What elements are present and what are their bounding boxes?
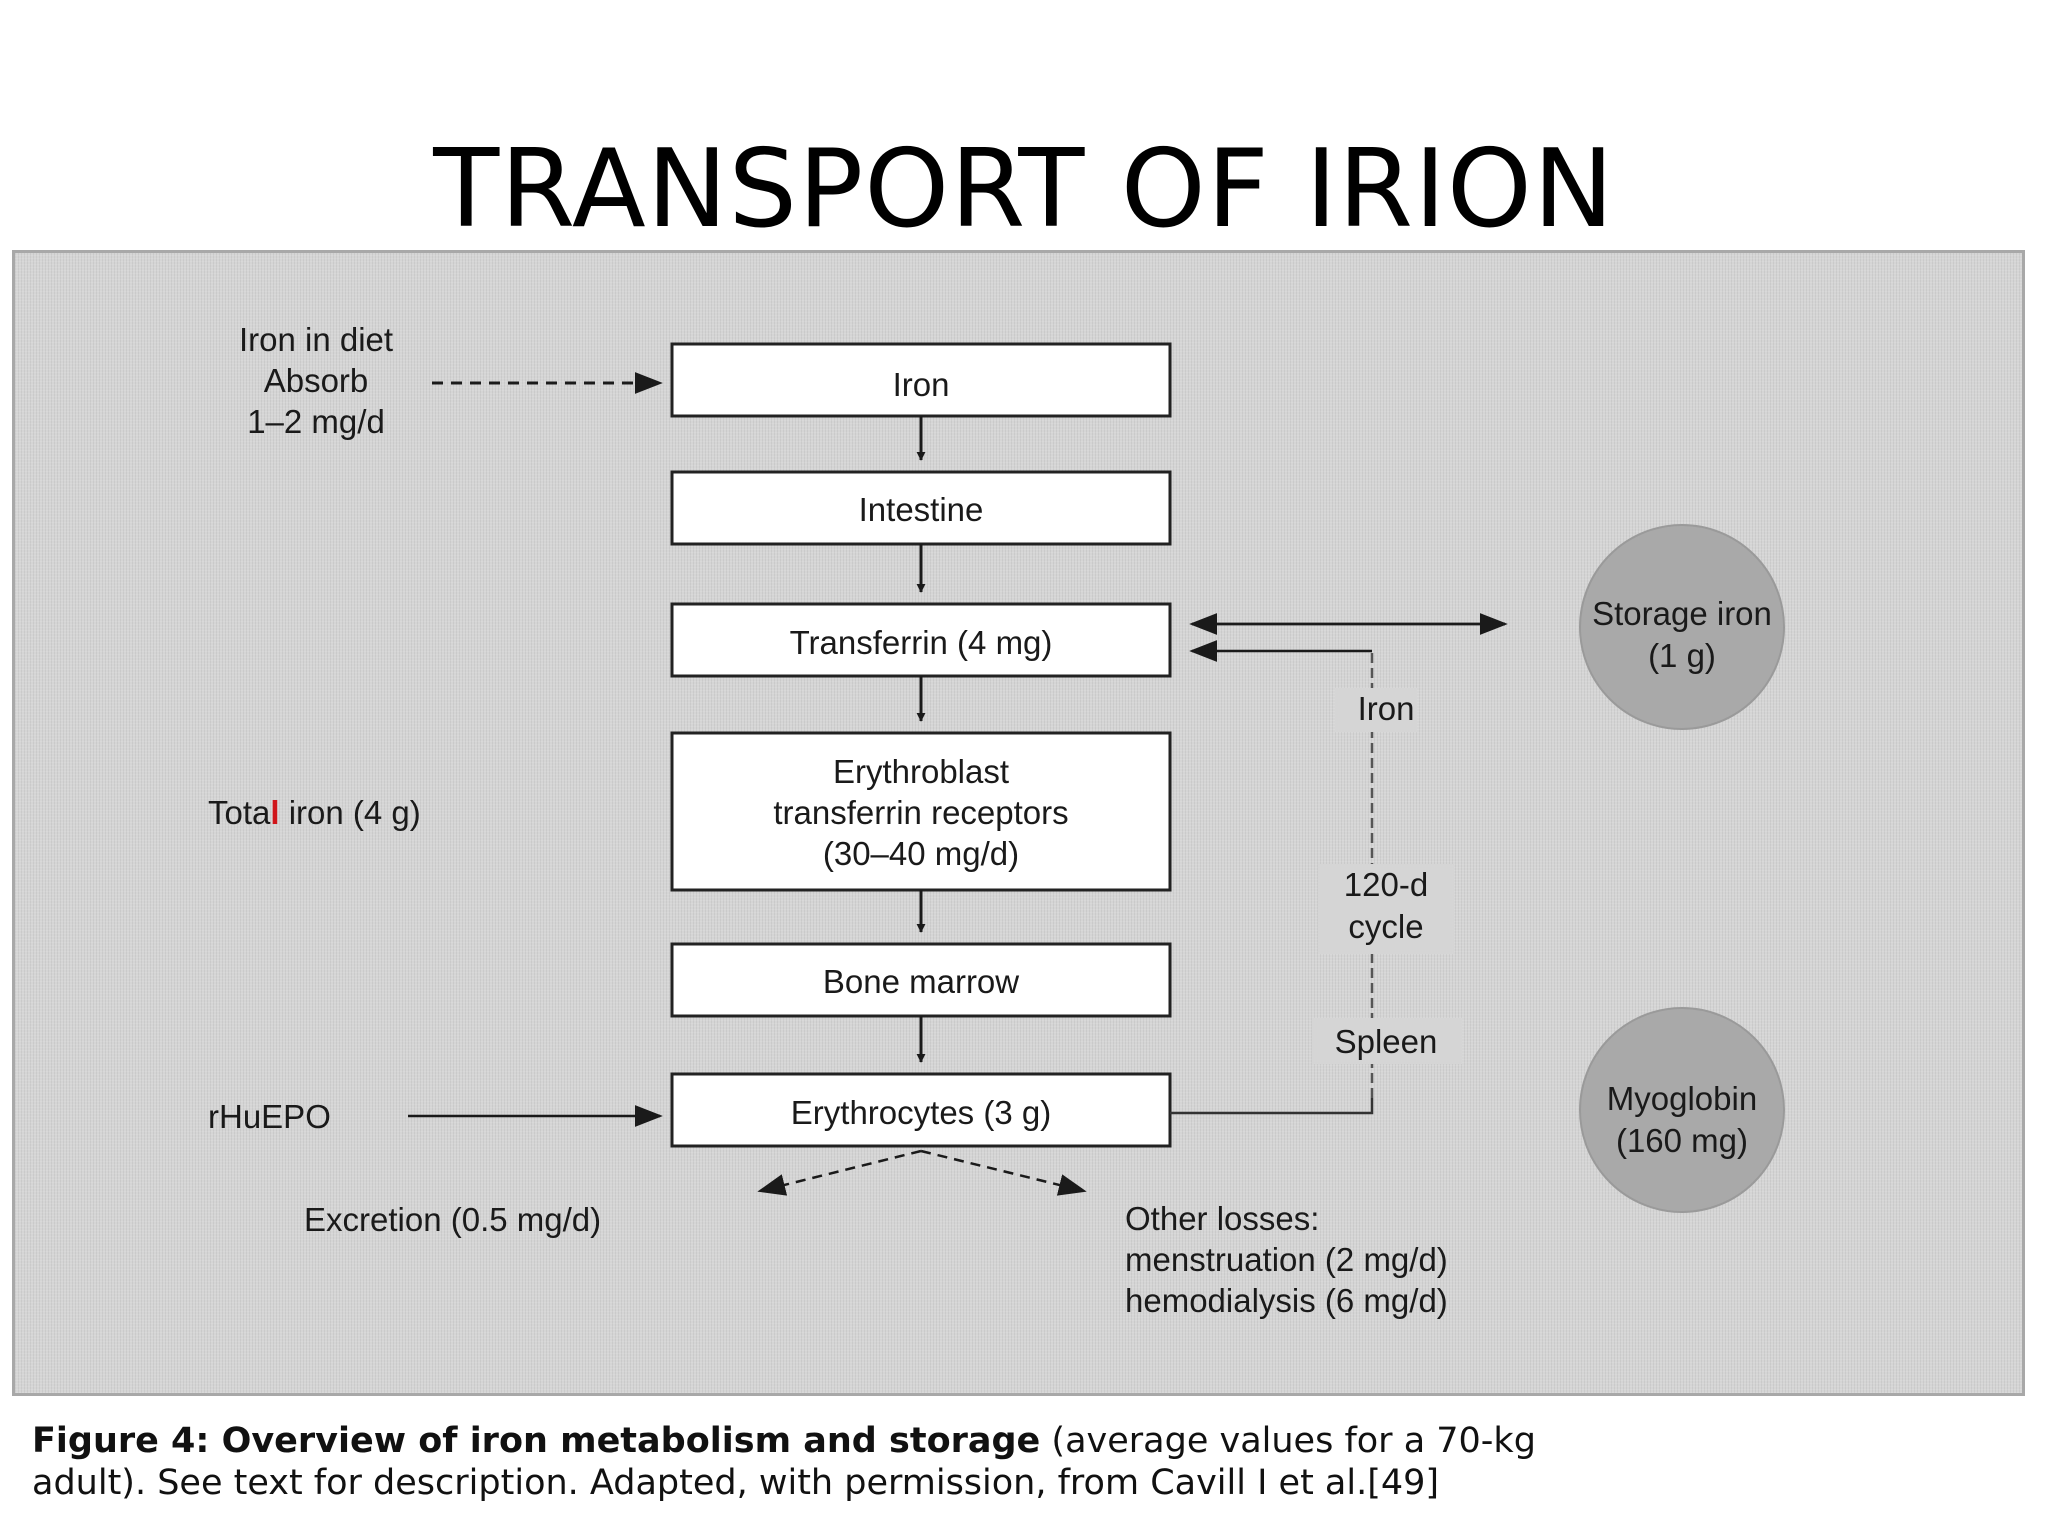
label-other-losses-line2: menstruation (2 mg/d)	[1125, 1241, 1448, 1278]
label-cycle-line2: cycle	[1348, 908, 1423, 945]
label-other-losses-line1: Other losses:	[1125, 1200, 1319, 1237]
box-erythroblast-line2: transferrin receptors	[773, 794, 1068, 831]
circle-myoglobin-line2: (160 mg)	[1616, 1122, 1748, 1159]
label-excretion: Excretion (0.5 mg/d)	[304, 1201, 601, 1238]
caption-bold: Figure 4: Overview of iron metabolism an…	[32, 1421, 1041, 1461]
box-transferrin: Transferrin (4 mg)	[670, 602, 1172, 678]
box-intestine-label: Intestine	[859, 491, 984, 528]
box-erythroblast: Erythroblast transferrin receptors (30–4…	[670, 731, 1172, 892]
label-spleen: Spleen	[1335, 1023, 1438, 1060]
circle-storage-iron-line1: Storage iron	[1592, 595, 1772, 632]
label-total-iron-mark: l	[270, 794, 279, 831]
label-other-losses: Other losses: menstruation (2 mg/d) hemo…	[1125, 1200, 1448, 1319]
label-total-iron-b: iron (4 g)	[280, 794, 421, 831]
arrow-excretion	[757, 1149, 922, 1196]
circle-myoglobin: Myoglobin (160 mg)	[1579, 1007, 1785, 1213]
label-diet-line3: 1–2 mg/d	[247, 403, 385, 440]
caption-line2: adult). See text for description. Adapte…	[32, 1463, 1440, 1503]
label-diet-line2: Absorb	[264, 362, 369, 399]
slide-title: TRANSPORT OF IRION	[433, 127, 1615, 252]
circle-myoglobin-line1: Myoglobin	[1607, 1080, 1757, 1117]
label-other-losses-line3: hemodialysis (6 mg/d)	[1125, 1282, 1448, 1319]
figure-caption: Figure 4: Overview of iron metabolism an…	[32, 1420, 2022, 1504]
box-erythroblast-line1: Erythroblast	[833, 753, 1009, 790]
box-bone-marrow: Bone marrow	[670, 942, 1172, 1018]
arrow-other-losses	[920, 1149, 1087, 1196]
caption-line1: Figure 4: Overview of iron metabolism an…	[32, 1420, 2022, 1462]
label-rhuepo: rHuEPO	[208, 1098, 331, 1135]
label-cycle-line1: 120-d	[1344, 866, 1428, 903]
label-iron-return: Iron	[1358, 690, 1415, 727]
label-total-iron-a: Tota	[208, 794, 271, 831]
box-transferrin-label: Transferrin (4 mg)	[790, 624, 1053, 661]
box-erythrocytes-label: Erythrocytes (3 g)	[791, 1094, 1051, 1131]
box-iron: Iron	[670, 342, 1172, 418]
label-diet-line1: Iron in diet	[239, 321, 393, 358]
label-total-iron: Total iron (4 g)	[208, 794, 421, 831]
circle-storage-iron-line2: (1 g)	[1648, 637, 1716, 674]
box-erythroblast-line3: (30–40 mg/d)	[823, 835, 1019, 872]
box-intestine: Intestine	[670, 470, 1172, 546]
box-iron-label: Iron	[893, 366, 950, 403]
line-erythrocytes-recycle	[1170, 1098, 1374, 1115]
box-erythrocytes: Erythrocytes (3 g)	[670, 1072, 1172, 1148]
circle-storage-iron: Storage iron (1 g)	[1579, 524, 1785, 730]
caption-rest: (average values for a 70-kg	[1040, 1421, 1536, 1461]
box-bone-marrow-label: Bone marrow	[823, 963, 1019, 1000]
label-diet: Iron in diet Absorb 1–2 mg/d	[239, 321, 393, 440]
